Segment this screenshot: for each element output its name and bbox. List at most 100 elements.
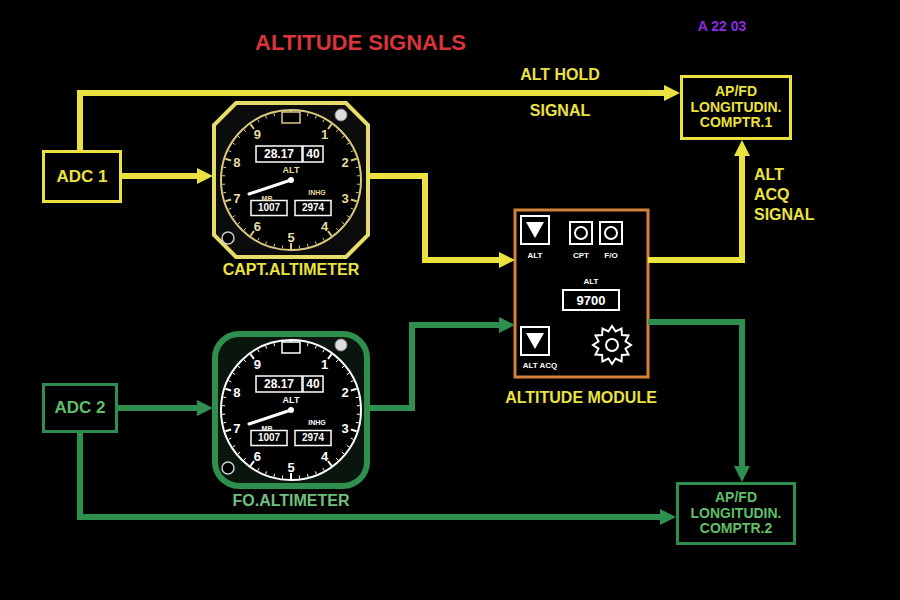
dial-tick [356,397,359,399]
dial-number: 1 [321,357,328,370]
dial-tick [266,471,267,474]
dial-tick [351,389,357,391]
node-heading: CAPT.ALTIMETER [211,260,371,280]
baro-knob [222,462,234,474]
dial-number: 4 [321,450,328,463]
dial-tick [222,175,225,176]
altimeter-readout: 28.17 [264,378,294,390]
baro-window [295,431,331,446]
dial-tick [223,397,226,399]
dial-tick [307,474,309,477]
signal-line [118,405,197,411]
dial-number: 9 [254,357,261,370]
baro-knob [222,232,234,244]
altimeter-readout: 1007 [258,433,280,443]
process-box: AP/FD LONGITUDIN. COMPTR.1 [680,75,792,140]
box-label: ADC 1 [56,167,107,186]
pointer-hub [288,407,294,413]
dial-tick [223,167,226,169]
dial-tick [225,389,231,391]
cpt-button [570,222,592,244]
dial-tick [299,475,300,478]
dial-tick [356,192,359,194]
dial-tick [238,452,240,454]
dial-tick [273,474,275,477]
altimeter-case [215,334,367,486]
dial-tick [282,245,283,248]
dial-tick [225,429,231,431]
process-box: ADC 2 [42,383,118,433]
dial-tick [229,438,232,439]
altimeter-readout: MB [262,425,273,432]
dial-number: 7 [233,191,240,204]
dial-tick [250,124,254,129]
alt-select-knob [593,326,631,364]
dial-tick [351,429,357,431]
button-triangle [526,222,544,238]
signal-line [80,433,660,517]
dial-number: 8 [233,156,240,169]
dial-tick [229,381,232,382]
module-legend: ALT [584,278,599,286]
dial-tick [250,231,254,236]
dial-tick [356,167,359,169]
box-label: AP/FD LONGITUDIN. COMPTR.1 [691,84,782,131]
dial-tick [299,245,300,248]
dial-tick [290,473,292,479]
dial-tick [233,215,236,217]
dial-number: 2 [342,386,349,399]
altimeter-readout: 40 [306,378,319,390]
dial-tick [250,354,254,359]
altimeter-readout: 2974 [302,203,324,213]
module-legend: ALT [528,252,543,260]
signal-line [369,325,499,408]
node-heading: FO.ALTIMETER [211,491,371,511]
dial-tick [266,241,267,244]
dial-number: 3 [342,421,349,434]
module-housing [515,210,648,377]
dial-tick [238,136,240,138]
dial-number: 6 [254,220,261,233]
dial-number: 9 [254,127,261,140]
dial-tick [315,116,316,119]
module-legend: ALT ACQ [523,362,558,370]
dial-tick [336,360,338,362]
dial-number: 6 [254,450,261,463]
cpt-lamp [575,227,587,239]
altitude-drum-window [303,376,323,392]
dial-tick [342,222,344,224]
dial-tick [351,438,354,439]
dial-number: 4 [321,220,328,233]
dial-tick [351,381,354,382]
dial-tick [347,215,350,217]
node-heading: ALTITUDE MODULE [485,388,677,408]
figure-node: ALTITUDE MODULE [485,210,677,410]
dial-tick [233,143,236,145]
dial-tick [357,175,360,176]
alt-acq-button [521,327,549,355]
dial-tick [244,130,246,132]
signal-line [648,322,742,466]
dial-tick [328,231,332,236]
dial-tick [357,184,360,185]
pointer [249,180,291,194]
dial-tick [357,405,360,406]
altimeter-readout: ALT [283,166,300,175]
dial-tick [258,120,259,123]
dial-number: 5 [287,231,294,244]
dial-tick [222,184,225,185]
altimeter-readout: 1007 [258,203,280,213]
button-triangle [526,333,544,349]
case-knob [335,109,347,121]
dial-tick [336,228,338,230]
dial-tick [273,343,275,346]
module-legend: 9700 [577,294,606,307]
altimeter-art [214,103,368,486]
dial-tick [244,228,246,230]
dial-tick [315,346,316,349]
dial-tick [351,159,357,161]
dial-tick [225,199,231,201]
dial-tick [223,422,226,424]
dial-tick [238,222,240,224]
